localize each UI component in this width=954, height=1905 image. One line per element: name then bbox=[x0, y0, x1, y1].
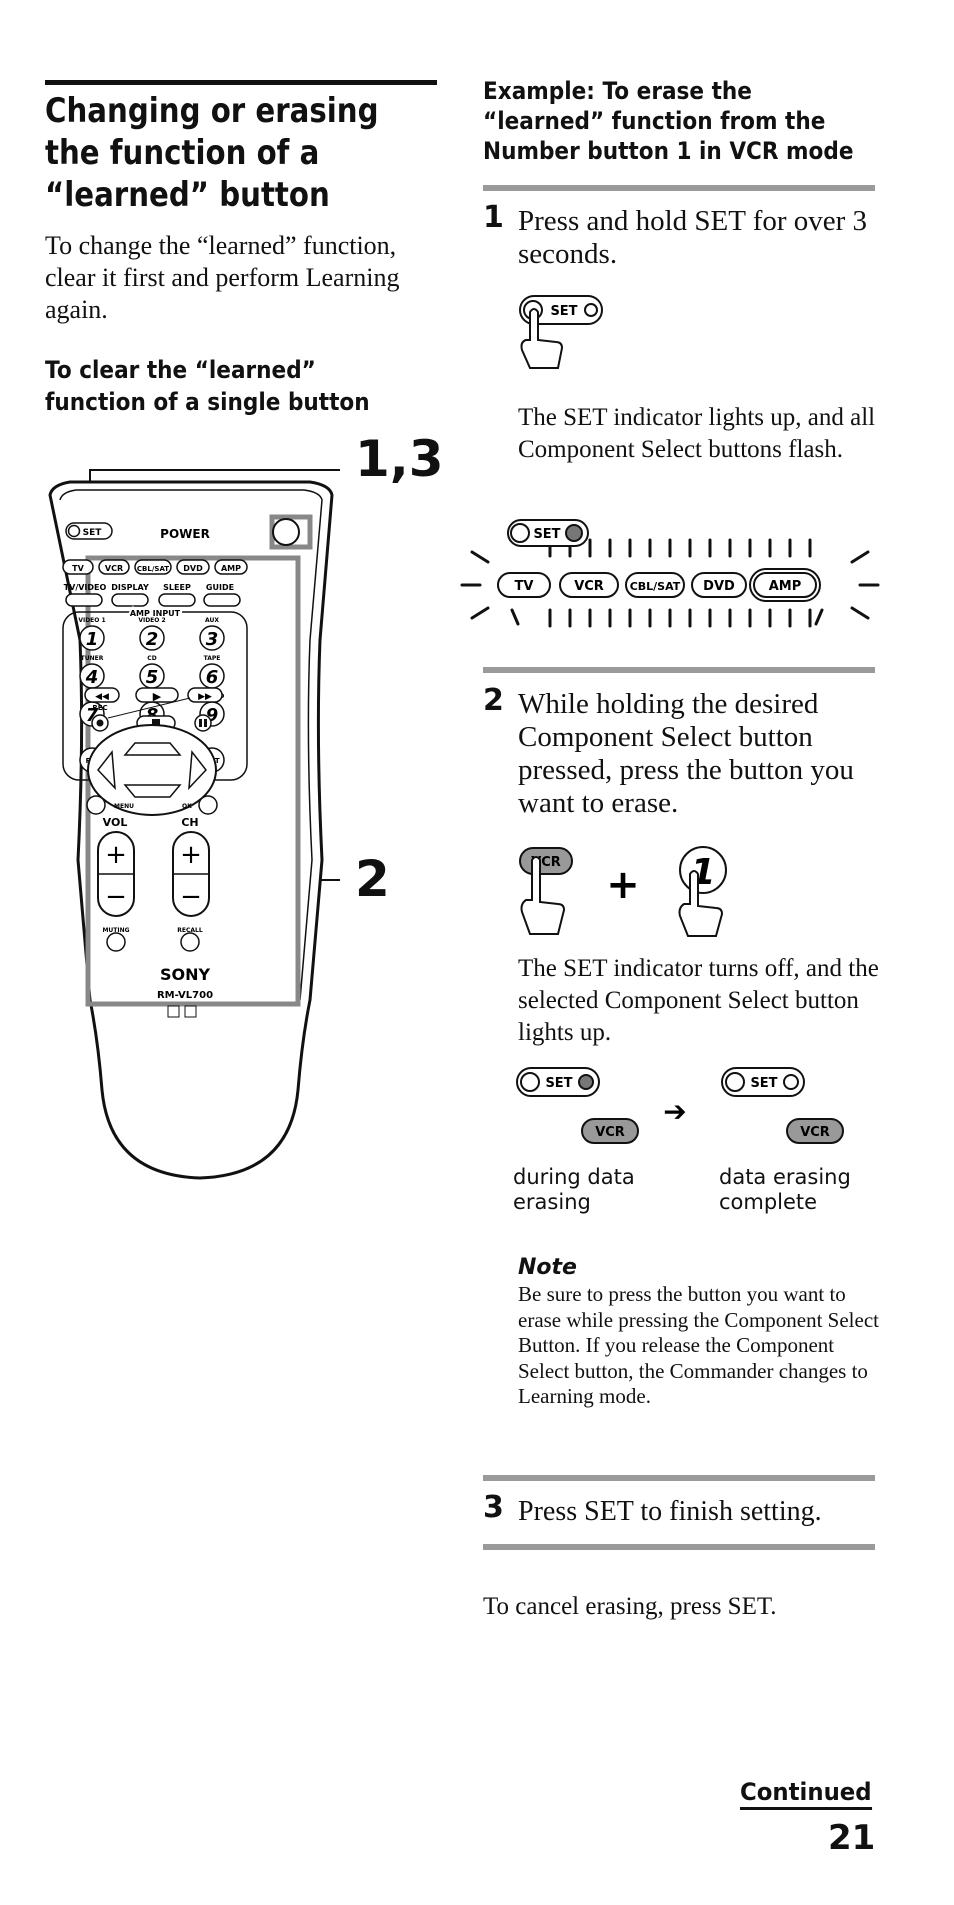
remote-power-button bbox=[272, 518, 300, 546]
flash-component-label: TV bbox=[515, 579, 534, 594]
remote-number-key: VIDEO 2 2 bbox=[138, 617, 166, 651]
page-number: 21 bbox=[828, 1818, 876, 1858]
remote-navigation-pad: MENU OK bbox=[86, 724, 218, 816]
before-after-illustration: SET VCR ➔ SET VCR bbox=[516, 1067, 844, 1144]
caption-during-erasing: during data erasing bbox=[513, 1165, 635, 1214]
vcr-label-2: VCR bbox=[595, 1125, 625, 1140]
step2-number: 2 bbox=[483, 683, 504, 718]
note-title: Note bbox=[518, 1255, 577, 1280]
step1-text: Press and hold SET for over 3 seconds. bbox=[518, 205, 868, 270]
remote-number-sublabel: VIDEO 2 bbox=[138, 617, 165, 624]
step1-result: The SET indicator lights up, and all Com… bbox=[518, 404, 876, 463]
section-title: Changing or erasing the function of a “l… bbox=[45, 91, 379, 215]
remote-comp-tv: TV bbox=[72, 564, 84, 573]
remote-number-digit: 6 bbox=[206, 667, 219, 688]
cancel-instruction: To cancel erasing, press SET. bbox=[483, 1593, 777, 1620]
example-heading: Example: To erase the “learned” function… bbox=[483, 77, 854, 165]
remote-brand: SONY bbox=[160, 965, 211, 984]
remote-number-key: TUNER 4 bbox=[79, 655, 105, 689]
remote-func-guide: GUIDE bbox=[206, 583, 234, 592]
step3-number: 3 bbox=[483, 1490, 504, 1525]
step1-number: 1 bbox=[483, 200, 504, 235]
remote-ok-label: OK bbox=[182, 803, 192, 810]
svg-text:➔: ➔ bbox=[663, 1095, 686, 1128]
continued-label: Continued bbox=[740, 1778, 872, 1810]
remote-function-row: TV/VIDEO DISPLAY SLEEP GUIDE bbox=[64, 583, 241, 607]
remote-number-key: TAPE 6 bbox=[199, 655, 225, 689]
flash-component-label: VCR bbox=[574, 579, 604, 594]
remote-number-digit: 5 bbox=[146, 667, 159, 688]
remote-rec-label: REC bbox=[92, 704, 107, 712]
set-label-3: SET bbox=[545, 1076, 572, 1091]
svg-text:−: − bbox=[105, 882, 127, 912]
title-rule bbox=[45, 80, 437, 85]
flash-component-label: AMP bbox=[769, 579, 802, 594]
svg-text:−: − bbox=[180, 882, 202, 912]
remote-func-tvvideo: TV/VIDEO bbox=[64, 583, 107, 592]
remote-number-digit: 4 bbox=[85, 667, 99, 688]
remote-recall-label: RECALL bbox=[177, 927, 203, 934]
plus-sign: + bbox=[606, 862, 640, 908]
step2-result: The SET indicator turns off, and the sel… bbox=[518, 955, 879, 1046]
caption-erasing-complete: data erasing complete bbox=[719, 1165, 851, 1214]
remote-number-sublabel: AUX bbox=[205, 617, 219, 624]
svg-text:+: + bbox=[180, 840, 202, 870]
remote-number-digit: 2 bbox=[146, 629, 159, 650]
flashing-buttons-illustration: SET TV VCR CBL/SAT DVD AMP bbox=[460, 519, 880, 628]
intro-paragraph: To change the “learned” function, clear … bbox=[45, 231, 400, 324]
svg-text:▶▶: ▶▶ bbox=[198, 692, 212, 702]
subheading: To clear the “learned” function of a sin… bbox=[45, 356, 370, 416]
remote-number-sublabel: TUNER bbox=[81, 655, 104, 662]
remote-number-key: VIDEO 1 1 bbox=[78, 617, 106, 651]
set-label-2: SET bbox=[533, 527, 560, 542]
remote-ch-label: CH bbox=[181, 816, 198, 829]
step1-rule bbox=[483, 185, 875, 191]
step3-rule-top bbox=[483, 1475, 875, 1481]
remote-number-digit: 1 bbox=[86, 629, 99, 650]
svg-text:▶: ▶ bbox=[153, 690, 162, 703]
remote-comp-amp: AMP bbox=[221, 564, 241, 573]
remote-vol-label: VOL bbox=[103, 816, 128, 829]
callout-steps-1-3: 1,3 bbox=[355, 430, 444, 488]
step2-rule bbox=[483, 667, 875, 673]
remote-muting-label: MUTING bbox=[102, 927, 129, 934]
remote-set-label: SET bbox=[83, 528, 103, 538]
remote-func-sleep: SLEEP bbox=[163, 583, 191, 592]
remote-comp-vcr: VCR bbox=[105, 564, 123, 573]
remote-func-display: DISPLAY bbox=[111, 583, 149, 592]
remote-transport: ◀◀ ▶ ▶▶ REC bbox=[84, 687, 223, 732]
remote-comp-cblsat: CBL/SAT bbox=[137, 565, 169, 573]
remote-comp-dvd: DVD bbox=[183, 564, 203, 573]
remote-component-row: TV VCR CBL/SAT DVD AMP bbox=[62, 559, 248, 575]
note-text: Be sure to press the button you want to … bbox=[518, 1282, 879, 1408]
callout-step-2: 2 bbox=[355, 850, 390, 908]
step3-text: Press SET to finish setting. bbox=[518, 1496, 822, 1527]
remote-menu-label: MENU bbox=[114, 803, 134, 810]
remote-set-button: SET bbox=[65, 522, 113, 540]
set-press-illustration: SET bbox=[519, 295, 603, 369]
set-label-4: SET bbox=[750, 1076, 777, 1091]
svg-text:◀◀: ◀◀ bbox=[95, 692, 109, 702]
remote-number-sublabel: TAPE bbox=[204, 655, 221, 662]
remote-number-key: CD 5 bbox=[139, 655, 165, 689]
vcr-plus-one-illustration: VCR + 1 bbox=[519, 846, 727, 937]
step2-text: While holding the desired Component Sele… bbox=[518, 688, 854, 819]
vcr-label-3: VCR bbox=[800, 1125, 830, 1140]
remote-number-digit: 3 bbox=[206, 629, 219, 650]
svg-text:+: + bbox=[105, 840, 127, 870]
remote-number-key: AUX 3 bbox=[199, 617, 225, 651]
remote-number-sublabel: CD bbox=[147, 655, 156, 662]
remote-power-label: POWER bbox=[160, 527, 210, 541]
remote-model: RM-VL700 bbox=[157, 990, 213, 1001]
flash-component-label: DVD bbox=[703, 579, 735, 594]
set-label-1: SET bbox=[550, 304, 577, 319]
flash-component-label: CBL/SAT bbox=[630, 580, 681, 593]
remote-amp-input-label: AMP INPUT bbox=[130, 609, 181, 618]
remote-illustration: SET POWER TV VCR CBL/SAT DVD AMP TV/VIDE… bbox=[48, 469, 340, 1180]
remote-number-sublabel: VIDEO 1 bbox=[78, 617, 105, 624]
step3-rule-bottom bbox=[483, 1544, 875, 1550]
